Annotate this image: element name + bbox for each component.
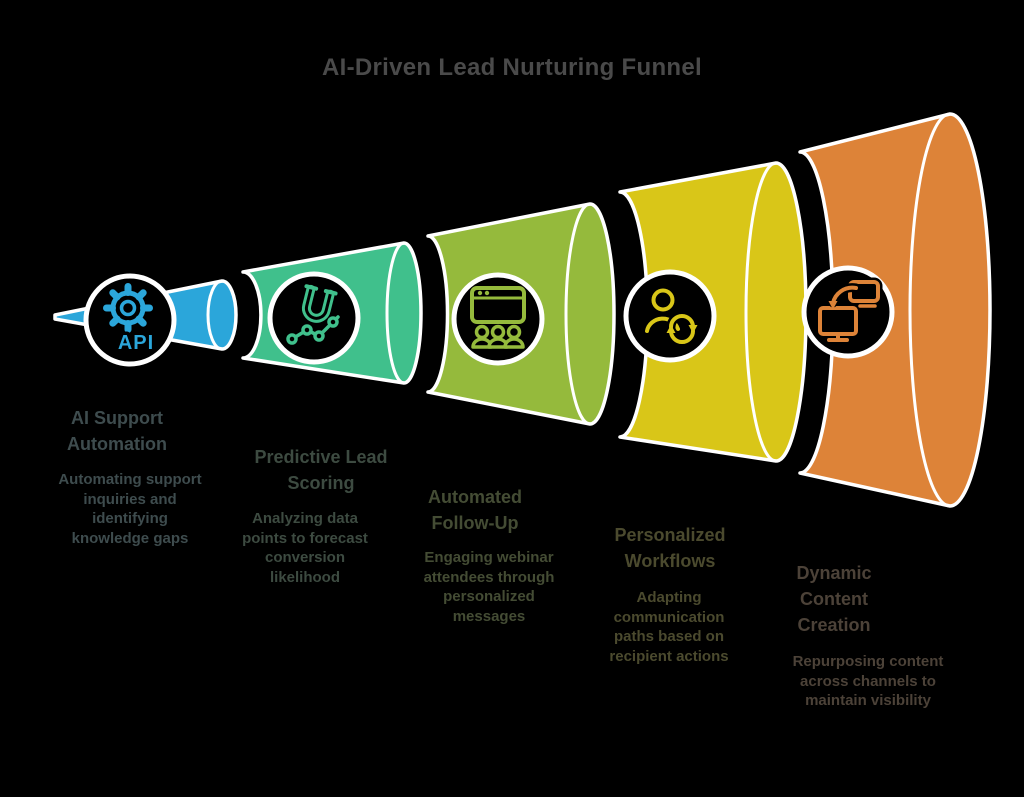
- funnel-stage-5-shape: [798, 112, 992, 508]
- funnel-stage-2-rim: [385, 241, 405, 385]
- page-title: AI-Driven Lead Nurturing Funnel: [322, 54, 702, 81]
- stage-3-label: Automated Follow-Up: [428, 487, 522, 533]
- webinar-audience-icon: [470, 286, 526, 349]
- gear-api-icon: API: [103, 283, 157, 358]
- magnet-analytics-icon: [286, 284, 340, 345]
- stage-1-description: Automating support inquiries and identif…: [58, 471, 202, 547]
- funnel-stage-3-rim: [564, 202, 591, 426]
- stage-2-label: Predictive Lead Scoring: [254, 447, 388, 493]
- stage-5-label: Dynamic Content Creation: [796, 563, 872, 635]
- funnel-stage-5-rim: [908, 112, 951, 508]
- api-label: API: [118, 332, 154, 354]
- trend-chart-icon: [286, 315, 340, 345]
- magnet-icon: [301, 284, 338, 323]
- browser-window-icon: [470, 286, 526, 324]
- monitor-icon: [818, 306, 858, 342]
- stage-1-label: AI Support Automation: [67, 408, 167, 454]
- stage-2-description: Analyzing data points to forecast conver…: [242, 510, 368, 586]
- user-sync-icon: [645, 288, 698, 347]
- stage-3-description: Engaging webinar attendees through perso…: [423, 549, 555, 625]
- stage-4-description: Adapting communication paths based on re…: [609, 589, 729, 665]
- audience-icon: [471, 324, 525, 349]
- funnel-stage-1-rim: [206, 279, 223, 351]
- sync-arrows-icon: [666, 311, 698, 347]
- stage-4-label: Personalized Workflows: [614, 525, 726, 571]
- gear-icon: [103, 283, 153, 333]
- share-arrow-icon: [828, 283, 861, 310]
- stage-5-description: Repurposing content across channels to m…: [792, 653, 944, 709]
- funnel-stage-4-rim: [744, 161, 777, 463]
- funnel-rims: [206, 112, 951, 508]
- content-share-icon: [818, 277, 883, 342]
- stage-1-icon-circle: [83, 273, 177, 367]
- stage-4-icon-circle: [623, 269, 717, 363]
